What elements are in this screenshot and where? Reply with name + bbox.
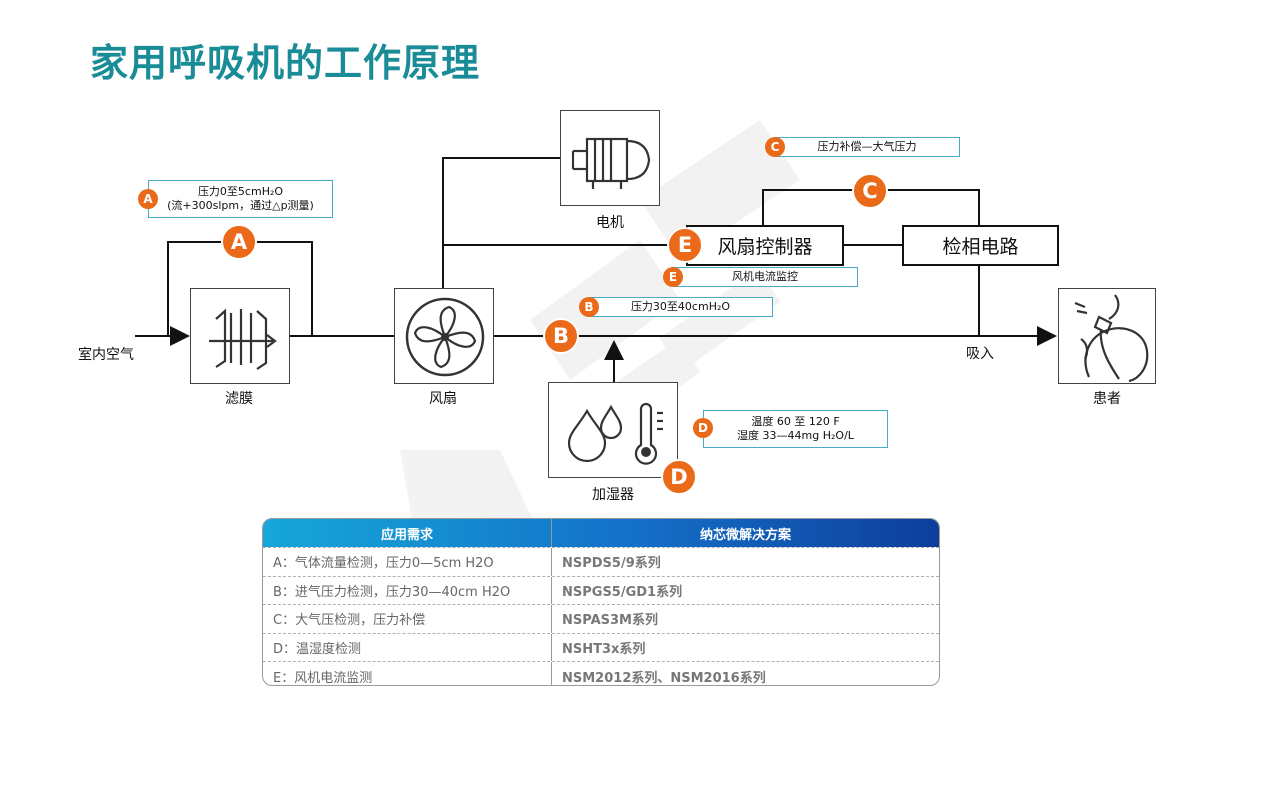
row-solution: NSPGS5/GD1系列 [562, 584, 683, 600]
table-row: C：大气压检测，压力补偿 NSPAS3M系列 [263, 604, 939, 633]
page-title: 家用呼吸机的工作原理 [90, 41, 481, 85]
patient-label: 患者 [1093, 391, 1121, 407]
motor-label: 电机 [596, 215, 624, 231]
badge-a-small: A [138, 189, 158, 209]
table-row: A：气体流量检测，压力0—5cm H2O NSPDS5/9系列 [263, 547, 939, 576]
filter-label: 滤膜 [225, 391, 253, 407]
badge-a: A [221, 224, 257, 260]
fan-icon [405, 297, 485, 377]
phase-detect-box: 检相电路 [902, 225, 1059, 266]
note-e: 风机电流监控 [672, 267, 858, 287]
indoor-air-label: 室内空气 [78, 347, 134, 363]
filter-box [190, 288, 290, 384]
humidifier-box [548, 382, 678, 478]
patient-icon [1074, 294, 1149, 383]
patient-box [1058, 288, 1156, 384]
table-row: E：风机电流监测 NSM2012系列、NSM2016系列 [263, 661, 939, 686]
note-a: 压力0至5cmH₂O (流+300slpm，通过△p测量) [148, 180, 333, 218]
filter-icon [209, 308, 277, 370]
badge-d-small: D [693, 418, 713, 438]
note-d-line1: 温度 60 至 120 F [751, 415, 840, 428]
header-solution: 纳芯微解决方案 [699, 527, 791, 543]
header-requirement: 应用需求 [263, 519, 552, 547]
note-c: 压力补偿—大气压力 [774, 137, 960, 157]
note-d: 温度 60 至 120 F 湿度 33—44mg H₂O/L [703, 410, 888, 448]
fan-controller-box: 风扇控制器 [686, 225, 844, 266]
row-solution: NSM2012系列、NSM2016系列 [562, 670, 766, 686]
motor-box [560, 110, 660, 206]
solution-table: 应用需求 纳芯微解决方案 A：气体流量检测，压力0—5cm H2O NSPDS5… [262, 518, 940, 686]
fan-label: 风扇 [429, 391, 457, 407]
note-d-line2: 湿度 33—44mg H₂O/L [737, 429, 854, 442]
note-b-text: 压力30至40cmH₂O [630, 300, 731, 313]
note-e-text: 风机电流监控 [732, 270, 798, 283]
inhale-label: 吸入 [966, 346, 994, 362]
fan-box [394, 288, 494, 384]
badge-e: E [667, 227, 703, 263]
humidifier-label: 加湿器 [592, 487, 634, 503]
badge-b: B [543, 318, 579, 354]
row-requirement: E：风机电流监测 [263, 662, 552, 685]
badge-b-small: B [579, 297, 599, 317]
note-a-line1: 压力0至5cmH₂O [197, 185, 284, 198]
note-c-text: 压力补偿—大气压力 [817, 140, 917, 153]
badge-c-small: C [765, 137, 785, 157]
row-requirement: A：气体流量检测，压力0—5cm H2O [263, 548, 552, 576]
motor-icon [571, 137, 651, 189]
row-solution: NSHT3x系列 [562, 642, 646, 658]
note-b: 压力30至40cmH₂O [588, 297, 773, 317]
badge-e-small: E [663, 267, 683, 287]
humidifier-icon [567, 402, 663, 465]
row-requirement: C：大气压检测，压力补偿 [263, 605, 552, 633]
row-requirement: B：进气压力检测，压力30—40cm H2O [263, 576, 552, 605]
table-header: 应用需求 纳芯微解决方案 [263, 519, 939, 547]
table-row: B：进气压力检测，压力30—40cm H2O NSPGS5/GD1系列 [263, 575, 939, 605]
table-row: D：温湿度检测 NSHT3x系列 [263, 632, 939, 662]
row-solution: NSPDS5/9系列 [562, 556, 661, 572]
row-requirement: D：温湿度检测 [263, 633, 552, 662]
badge-d: D [661, 459, 697, 495]
note-a-line2: (流+300slpm，通过△p测量) [167, 199, 314, 212]
badge-c: C [852, 173, 888, 209]
row-solution: NSPAS3M系列 [562, 613, 658, 629]
